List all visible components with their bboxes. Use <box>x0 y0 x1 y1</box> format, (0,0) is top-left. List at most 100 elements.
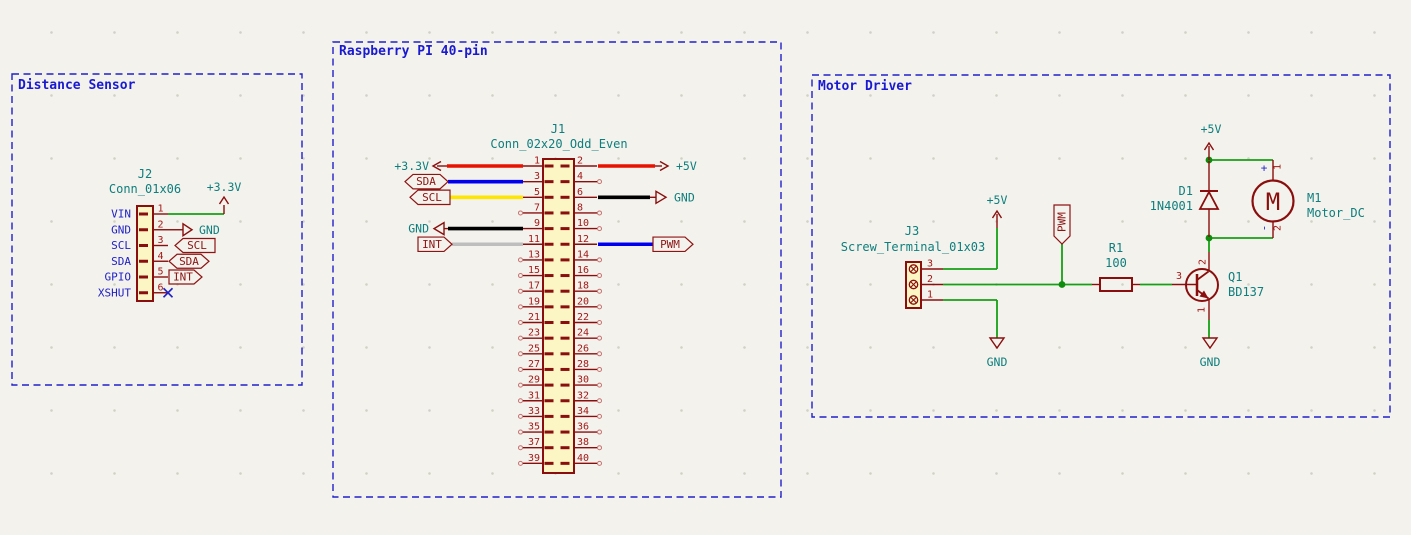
j1-pin-socket <box>560 164 570 168</box>
power-symbol-5v-j1[interactable]: +5V <box>655 159 697 173</box>
q1-emitter-arrow-icon <box>1199 290 1209 299</box>
global-label-pwm-motor[interactable]: PWM <box>1053 204 1071 245</box>
j1-pin-number: 28 <box>577 359 589 370</box>
j1-pin-open-end <box>597 413 602 419</box>
j2-pin-name: GPIO <box>105 271 132 284</box>
m1-pin-plus-number: 1 <box>1273 164 1284 170</box>
j3-screw-x <box>910 281 917 288</box>
j1-sda-label: SDA <box>416 175 436 188</box>
j1-pin-number: 23 <box>528 328 540 339</box>
j1-pin-number: 21 <box>528 312 540 323</box>
j1-33v-label: +3.3V <box>394 159 429 173</box>
j1-pin-socket <box>560 274 570 278</box>
j1-pin-number: 39 <box>528 453 540 464</box>
j1-pin-number: 3 <box>534 171 540 182</box>
j2-body <box>136 205 154 302</box>
j3-pin-number: 2 <box>927 274 933 285</box>
power-arrow-left-icon <box>431 160 442 172</box>
q1-collector-diag <box>1196 270 1210 281</box>
global-label-scl-j1[interactable]: SCL <box>409 189 451 206</box>
j1-pin-number: 17 <box>528 281 540 292</box>
j2-value: Conn_01x06 <box>109 182 181 196</box>
j1-pin-open-end <box>597 257 602 263</box>
j1-pin-socket <box>544 414 554 418</box>
j3-screw-terminal-icon <box>908 279 919 290</box>
gnd-triangle-icon <box>1201 337 1219 350</box>
j1-pin-number: 12 <box>577 234 589 245</box>
j1-5v-label: +5V <box>676 159 697 173</box>
transistor-q1-symbol[interactable]: 3 2 1 Q1 BD137 <box>1172 252 1264 320</box>
j1-pin-number: 33 <box>528 406 540 417</box>
motor-wires[interactable] <box>943 159 1273 338</box>
j1-pin-socket <box>544 305 554 309</box>
j1-pin-socket <box>544 227 554 231</box>
j1-pin-socket <box>560 446 570 450</box>
gnd-triangle-icon <box>432 221 445 236</box>
m1-pin-plus-name: + <box>1261 162 1268 175</box>
global-label-sda-j2[interactable]: SDA <box>168 253 210 269</box>
j2-pin-socket <box>139 275 148 279</box>
global-label-int-j2[interactable]: INT <box>168 269 203 285</box>
j1-pin-socket <box>544 164 554 168</box>
j1-reference: J1 <box>551 122 565 136</box>
j1-pin-number: 35 <box>528 422 540 433</box>
power-symbol-5v-j3[interactable]: +5V <box>987 193 1008 228</box>
j3-pin-rows: 321 <box>908 259 943 305</box>
j2-pin-name: XSHUT <box>98 286 131 299</box>
j3-reference: J3 <box>905 224 919 238</box>
j1-pin-socket <box>544 383 554 387</box>
m1-pin-minus-number: 2 <box>1273 225 1284 231</box>
diode-d1-symbol[interactable]: D1 1N4001 <box>1150 161 1220 237</box>
power-symbol-3v3-j1[interactable]: +3.3V <box>394 159 447 173</box>
global-label-scl-j2[interactable]: SCL <box>174 237 216 254</box>
connector-j3-symbol[interactable]: J3 Screw_Terminal_01x03 321 <box>841 224 986 309</box>
j1-pin-number: 25 <box>528 343 540 354</box>
j1-pin-socket <box>544 430 554 434</box>
motor-m1-symbol[interactable]: M + 1 - 2 M1 Motor_DC <box>1251 160 1365 238</box>
motor-5v-label: +5V <box>1201 122 1222 136</box>
j1-pin-number: 24 <box>577 328 589 339</box>
j1-pin-number: 7 <box>534 202 540 213</box>
j1-pin-number: 18 <box>577 281 589 292</box>
j1-pin-number: 16 <box>577 265 589 276</box>
gnd-symbol-j3[interactable]: GND <box>987 337 1008 369</box>
j1-pin-socket <box>544 195 554 199</box>
j1-pin-socket <box>560 305 570 309</box>
j3-5v-label: +5V <box>987 193 1008 207</box>
j1-pin-socket <box>560 195 570 199</box>
global-label-pwm-j1[interactable]: PWM <box>652 236 694 253</box>
j2-reference: J2 <box>138 167 152 181</box>
global-label-sda-j1[interactable]: SDA <box>404 173 449 190</box>
j1-pin-open-end <box>597 398 602 404</box>
gnd-symbol-q1[interactable]: GND <box>1200 337 1221 369</box>
q1-pin-base-number: 3 <box>1176 271 1182 282</box>
gnd-symbol-j1-left[interactable]: GND <box>408 221 448 236</box>
no-connect-icon[interactable] <box>162 287 174 298</box>
resistor-r1-symbol[interactable]: R1 100 <box>1092 241 1140 292</box>
j1-pin-open-end <box>597 320 602 325</box>
j2-pin-number: 6 <box>157 282 163 293</box>
j1-pin-number: 15 <box>528 265 540 276</box>
j3-screw-x <box>910 296 917 304</box>
j1-pin-socket <box>560 242 570 246</box>
j1-pin-open-end <box>518 257 523 263</box>
j1-pin-socket <box>560 289 570 293</box>
motor-pwm-label: PWM <box>1056 212 1069 232</box>
connector-j2-symbol[interactable]: J2 Conn_01x06 1VIN2GND3SCL4SDA5GPIO6XSHU… <box>98 167 181 302</box>
j1-pin-socket <box>560 430 570 434</box>
m1-pin-minus-name: - <box>1258 225 1271 232</box>
j2-gnd-label: GND <box>199 223 220 237</box>
power-symbol-3v3-j2[interactable]: +3.3V <box>207 180 242 214</box>
j1-pin-number: 22 <box>577 312 589 323</box>
power-symbol-5v-motor[interactable]: +5V <box>1201 122 1222 160</box>
gnd-symbol-j1-right[interactable]: GND <box>650 190 695 205</box>
j1-pin-socket <box>544 336 554 340</box>
j1-pin-number: 5 <box>534 187 540 198</box>
gnd-triangle-icon <box>988 337 1006 350</box>
j1-pin-number: 11 <box>528 234 540 245</box>
global-label-int-j1[interactable]: INT <box>417 236 453 253</box>
m1-body <box>1251 179 1295 223</box>
gnd-symbol-j2[interactable]: GND <box>168 222 220 238</box>
label-outline <box>168 253 210 269</box>
